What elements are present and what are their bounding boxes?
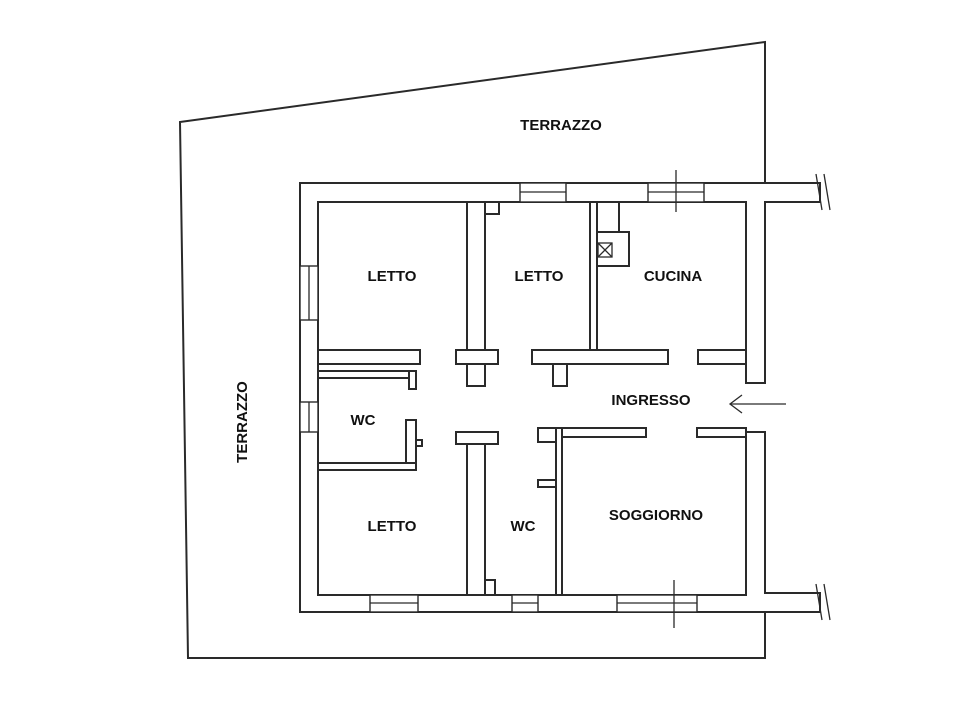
label-soggiorno: SOGGIORNO xyxy=(609,507,704,524)
label-ingresso: INGRESSO xyxy=(611,392,691,409)
label-terrazzo-left: TERRAZZO xyxy=(234,381,251,463)
label-letto-top-mid: LETTO xyxy=(515,268,564,285)
label-cucina: CUCINA xyxy=(644,268,702,285)
interior-walls xyxy=(317,201,747,596)
label-terrazzo-top: TERRAZZO xyxy=(520,117,602,134)
windows xyxy=(299,182,705,613)
label-wc-mid: WC xyxy=(511,518,536,535)
label-letto-top-left: LETTO xyxy=(368,268,417,285)
arrow-left-icon xyxy=(728,394,786,414)
wall-break-marks xyxy=(815,173,831,621)
axis-marks xyxy=(673,170,677,628)
outer-wall xyxy=(299,182,821,613)
terrace-outline xyxy=(178,40,766,659)
label-letto-bottom-left: LETTO xyxy=(368,518,417,535)
label-wc-left: WC xyxy=(351,412,376,429)
chimney-flue-icon xyxy=(597,242,613,258)
